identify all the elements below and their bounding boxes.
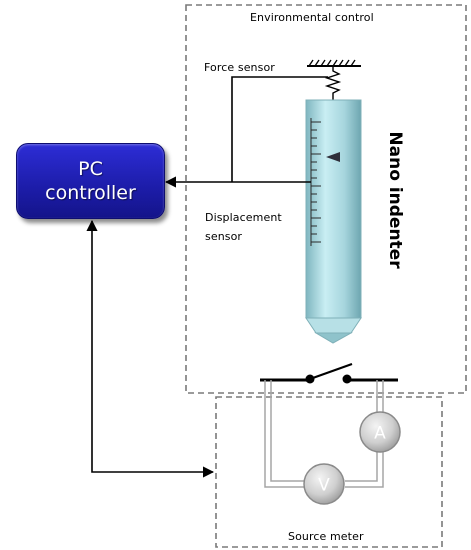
- force-sensor-label: Force sensor: [204, 61, 275, 74]
- displacement-sensor-label-line1: Displacement: [205, 211, 282, 224]
- environmental-control-box: [185, 4, 467, 394]
- ammeter: A: [359, 411, 401, 453]
- ammeter-symbol: A: [374, 424, 386, 444]
- nano-indenter-label: Nano indenter: [385, 131, 405, 269]
- indenter-tip: [305, 317, 362, 334]
- pc-source-meter-link: [86, 219, 215, 478]
- force-spring: [324, 66, 342, 100]
- circuit-wires: [264, 380, 384, 488]
- displacement-sensor-label-line2: sensor: [205, 230, 243, 243]
- environmental-control-label: Environmental control: [250, 11, 374, 24]
- scale-pointer: [326, 152, 340, 162]
- source-meter-box: [215, 396, 443, 548]
- force-sensor-line: [231, 76, 328, 182]
- source-meter-label: Source meter: [288, 530, 364, 543]
- pc-controller-line1: PC: [78, 158, 103, 180]
- voltmeter: V: [303, 463, 345, 505]
- voltmeter-symbol: V: [318, 476, 330, 496]
- indenter-body: [305, 99, 362, 319]
- pc-controller-box: PC controller: [16, 143, 165, 219]
- switch: [260, 362, 398, 384]
- pc-controller-line2: controller: [45, 182, 136, 204]
- ground-hatch: [307, 59, 361, 67]
